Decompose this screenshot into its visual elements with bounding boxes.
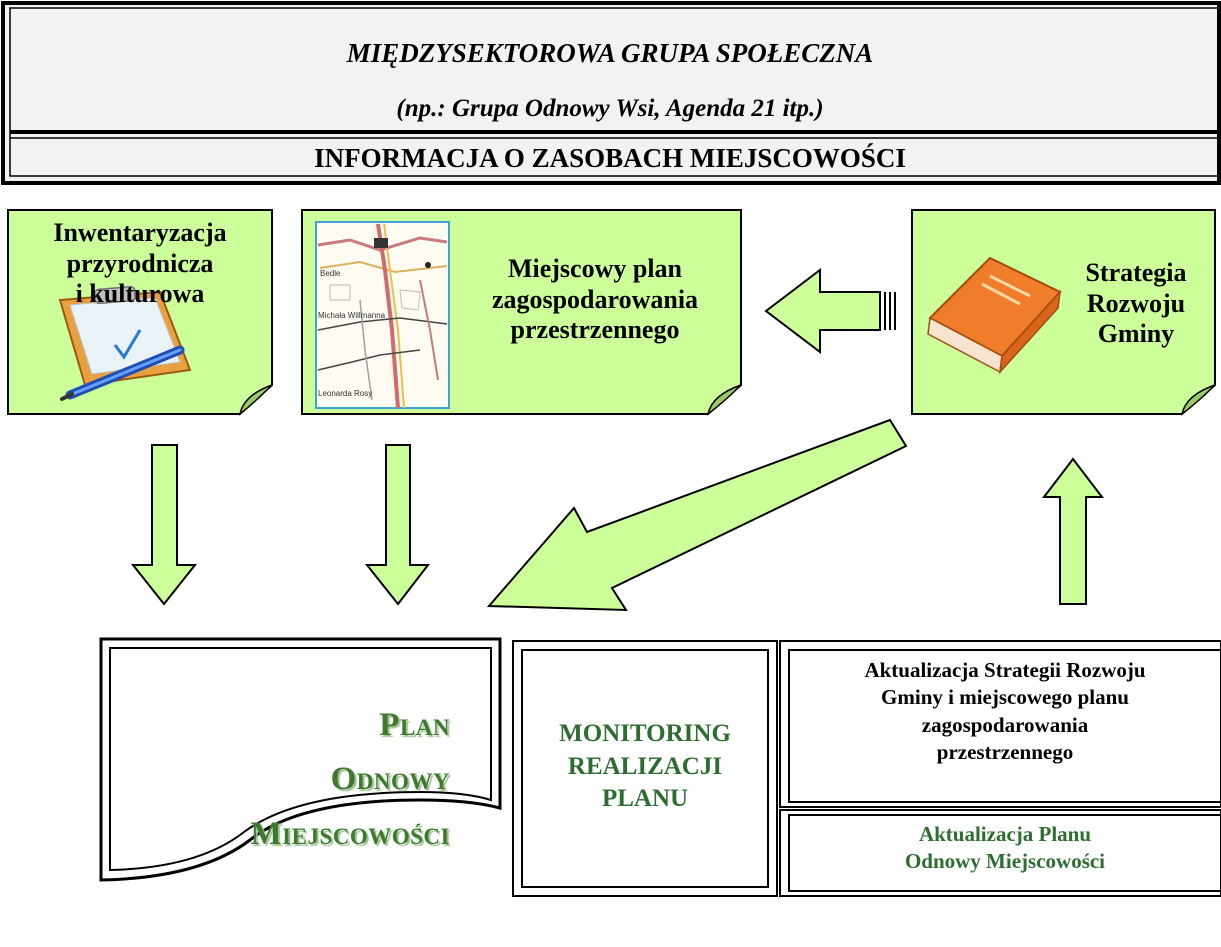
map-label-2: Michała Willmanna (318, 311, 386, 320)
map-label-3: Leonarda Rosy (318, 389, 372, 398)
note-strategy-line-1: Strategia (1085, 258, 1187, 287)
plan-title-line-3: Miejscowości (250, 815, 450, 852)
update-strategy-box (779, 640, 1221, 808)
note-local-plan-text: Miejscowy plan zagospodarowania przestrz… (455, 254, 735, 346)
note-inventory-line-3: i kulturowa (75, 279, 205, 309)
note-local-plan-line-3: przestrzennego (510, 315, 680, 345)
monitoring-text: MONITORING REALIZACJI PLANU (522, 718, 768, 816)
arrow-inventory-down (130, 444, 198, 606)
note-strategy-text: Strategia Rozwoju Gminy (1062, 258, 1210, 350)
monitoring-line-2: REALIZACJI (567, 752, 723, 780)
monitoring-line-1: MONITORING (559, 720, 731, 747)
monitoring-line-3: PLANU (601, 785, 689, 812)
map-image (315, 221, 450, 409)
plan-title-line-1: Plan (379, 707, 450, 743)
arrow-plan-down (364, 444, 431, 606)
plan-title: Plan Odnowy Miejscowości (250, 698, 450, 861)
update-plan-line-1: Aktualizacja Planu (918, 822, 1092, 846)
note-inventory-line-2: przyrodnicza (66, 248, 214, 278)
update-plan-line-2: Odnowy Miejscowości (904, 849, 1106, 874)
update-strategy-line-4: przestrzennego (936, 739, 1074, 764)
note-strategy-line-3: Gminy (1097, 319, 1175, 349)
update-strategy-line-3: zagospodarowania (921, 712, 1089, 737)
book-icon (927, 256, 1062, 375)
arrow-strategy-left (764, 267, 896, 355)
plan-title-line-2: Odnowy (330, 761, 450, 798)
note-strategy-line-2: Rozwoju (1086, 288, 1186, 318)
update-strategy-line-1: Aktualizacja Strategii Rozwoju (864, 658, 1146, 682)
arrow-update-up (1041, 457, 1105, 605)
arrow-strategy-diagonal (486, 418, 908, 612)
plan-box (99, 637, 502, 882)
monitoring-box (512, 640, 778, 897)
update-plan-box (779, 809, 1221, 897)
update-strategy-line-2: Gminy i miejscowego planu (881, 685, 1129, 710)
header-band (1, 1, 1221, 185)
map-label-1: Bedle (320, 269, 341, 278)
note-local-plan-line-1: Miejscowy plan (507, 254, 683, 283)
header-info: INFORMACJA O ZASOBACH MIEJSCOWOŚCI (314, 143, 906, 173)
note-local-plan-line-2: zagospodarowania (491, 284, 699, 314)
note-inventory-text: Inwentaryzacja przyrodnicza i kulturowa (8, 218, 272, 310)
header-subtitle: (np.: Grupa Odnowy Wsi, Agenda 21 itp.) (396, 95, 824, 122)
update-strategy-text: Aktualizacja Strategii Rozwoju Gminy i m… (789, 657, 1221, 766)
clipboard-icon (58, 285, 192, 401)
update-plan-text: Aktualizacja Planu Odnowy Miejscowości (789, 821, 1221, 876)
note-inventory-line-1: Inwentaryzacja (53, 218, 227, 247)
header-title: MIĘDZYSEKTOROWA GRUPA SPOŁECZNA (346, 38, 874, 68)
